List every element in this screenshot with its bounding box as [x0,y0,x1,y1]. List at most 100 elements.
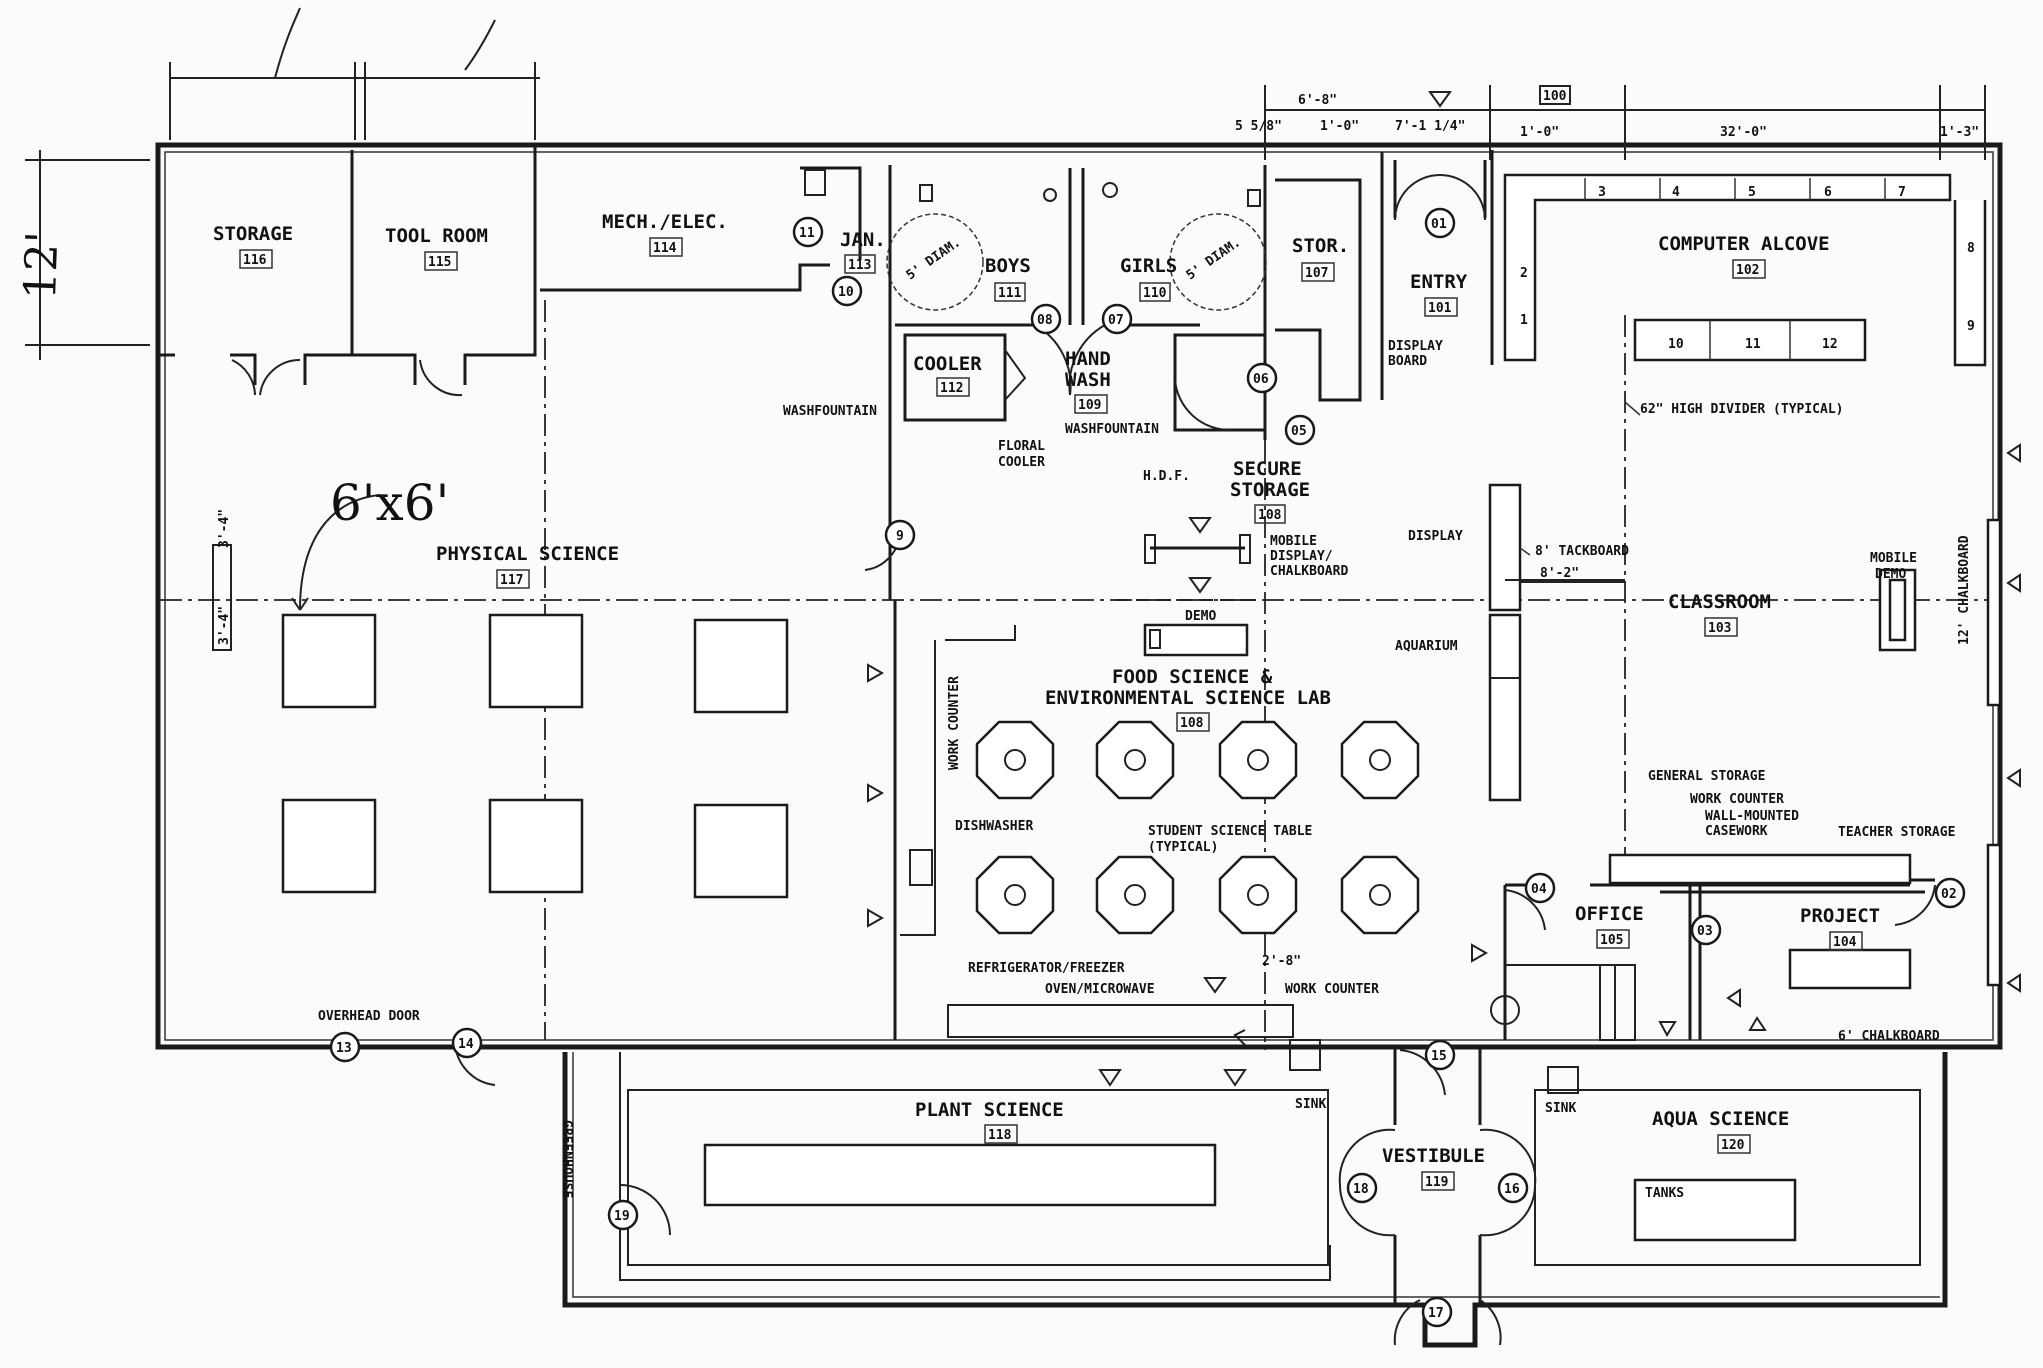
door-tag-10: 10 [831,275,863,307]
label-floral-cooler-2: COOLER [998,455,1045,470]
svg-text:01: 01 [1431,217,1447,232]
label-general-storage: GENERAL STORAGE [1648,769,1765,784]
octagon-table [975,855,1055,935]
label-chalkboard-12: 12' CHALKBOARD [1957,535,1972,645]
room-physical-num: 117 [500,573,523,588]
door-tag-18: 18 [1346,1172,1378,1204]
octagon-table [1095,855,1175,935]
table-6x6 [281,798,377,894]
interior-walls [160,145,2002,1305]
station-7: 7 [1898,185,1906,200]
room-handwash-line1: HAND [1065,348,1111,370]
station-4: 4 [1672,185,1680,200]
station-8: 8 [1967,241,1975,256]
svg-text:04: 04 [1531,882,1547,897]
octagon-table [1218,720,1298,800]
label-display-board-2: BOARD [1388,354,1427,369]
physical-science-tables [212,494,789,899]
label-tanks: TANKS [1645,1186,1684,1201]
room-boys-num: 111 [998,286,1022,301]
room-plant-num: 118 [988,1128,1012,1143]
svg-text:9: 9 [896,529,904,544]
door-tag-13a: 13 [329,1031,361,1063]
room-computer-num: 102 [1736,263,1759,278]
dim-1-0-b: 1'-0" [1520,125,1559,140]
door-tag-07: 07 [1101,303,1133,335]
station-1: 1 [1520,313,1528,328]
octagon-table [1340,720,1420,800]
station-10: 10 [1668,337,1684,352]
table-6x6 [281,613,377,709]
room-jan-name: JAN. [840,229,886,251]
station-11: 11 [1745,337,1761,352]
room-handwash-line2: WASH [1065,369,1111,391]
label-oven: OVEN/MICROWAVE [1045,982,1155,997]
svg-text:14: 14 [458,1037,474,1052]
room-physical-name: PHYSICAL SCIENCE [436,543,619,565]
room-storage-num: 116 [243,253,267,268]
svg-text:05: 05 [1291,424,1307,439]
label-mobile-display-1: MOBILE [1270,534,1317,549]
label-sink-right: SINK [1545,1101,1576,1116]
symbols [804,169,2021,1087]
table-6x6 [693,618,789,714]
station-9: 9 [1967,319,1975,334]
svg-text:03: 03 [1697,924,1713,939]
label-washfountain-left: WASHFOUNTAIN [783,404,877,419]
svg-text:10: 10 [838,285,854,300]
room-mech-name: MECH./ELEC. [602,211,728,233]
svg-text:08: 08 [1037,313,1053,328]
label-overhead-door: OVERHEAD DOOR [318,1009,420,1024]
label-work-counter-right: WORK COUNTER [1690,792,1784,807]
label-display-board-1: DISPLAY [1388,339,1443,354]
room-office-name: OFFICE [1575,903,1644,925]
room-vestibule-num: 119 [1425,1175,1448,1190]
table-6x6 [488,798,584,894]
label-hdf: H.D.F. [1143,469,1190,484]
svg-text:17: 17 [1428,1306,1444,1321]
room-storage-name: STORAGE [213,223,293,245]
handwritten-6x6: 6'x6' [330,474,449,532]
svg-text:11: 11 [799,226,815,241]
room-classroom-name: CLASSROOM [1668,591,1771,613]
room-aqua-name: AQUA SCIENCE [1652,1108,1789,1130]
room-project-name: PROJECT [1800,905,1880,927]
room-girls-num: 110 [1143,286,1167,301]
octagon-table [975,720,1055,800]
room-cooler-name: COOLER [913,353,982,375]
label-dim-8-2: 8'-2" [1540,566,1579,581]
student-science-tables [975,720,1420,935]
label-demo: DEMO [1185,609,1216,624]
label-student-table-1: STUDENT SCIENCE TABLE [1148,824,1312,839]
station-3: 3 [1598,185,1606,200]
label-display: DISPLAY [1408,529,1463,544]
table-6x6 [693,803,789,899]
label-dishwasher: DISHWASHER [955,819,1033,834]
door-tag-08: 08 [1030,303,1062,335]
room-project-num: 104 [1833,935,1857,950]
station-6: 6 [1824,185,1832,200]
room-handwash-num: 109 [1078,398,1101,413]
room-mech-num: 114 [653,241,677,256]
label-mobile-demo-1: MOBILE [1870,551,1917,566]
room-stor-num: 107 [1305,266,1328,281]
door-tag-11: 11 [792,216,824,248]
label-greenhouse: GREENHOUSE [559,1120,574,1198]
room-plant-name: PLANT SCIENCE [915,1099,1064,1121]
label-diam-right: 5' DIAM. [1184,235,1244,283]
label-mobile-display-2: DISPLAY/ [1270,549,1333,564]
octagon-table [1218,855,1298,935]
door-tag-02: 02 [1934,877,1966,909]
room-100-tag: 100 [1543,89,1567,104]
label-tackboard: 8' TACKBOARD [1535,544,1629,559]
label-mobile-demo-2: DEMO [1875,567,1906,582]
dim-6-8: 6'-8" [1298,93,1337,108]
room-vestibule-name: VESTIBULE [1382,1145,1485,1167]
door-tag-15: 15 [1424,1039,1456,1071]
room-office-num: 105 [1600,933,1623,948]
dim-32-0: 32'-0" [1720,125,1767,140]
svg-text:19: 19 [614,1209,630,1224]
label-dim-2-8: 2'-8" [1262,954,1301,969]
room-tool-name: TOOL ROOM [385,225,488,247]
